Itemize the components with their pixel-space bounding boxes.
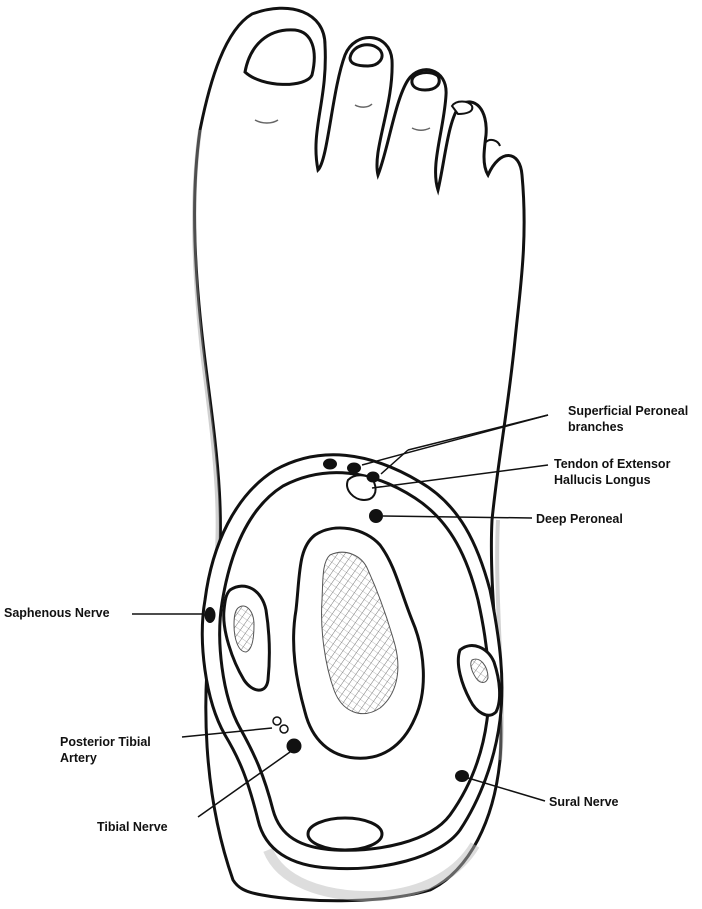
label-saphenous-nerve: Saphenous Nerve bbox=[4, 605, 110, 621]
label-superficial-peroneal-branches: Superficial Peroneal branches bbox=[568, 403, 688, 435]
label-sural-nerve: Sural Nerve bbox=[549, 794, 618, 810]
deep-peroneal-dot bbox=[369, 509, 383, 523]
superficial-peroneal-dot-3 bbox=[367, 472, 380, 483]
posterior-tibial-artery-dot-2 bbox=[280, 725, 288, 733]
label-posterior-tibial-artery: Posterior Tibial Artery bbox=[60, 734, 151, 766]
superficial-peroneal-dot-1 bbox=[323, 459, 337, 470]
label-tendon-extensor-hallucis-longus: Tendon of Extensor Hallucis Longus bbox=[554, 456, 670, 488]
superficial-peroneal-dot-2 bbox=[347, 463, 361, 474]
label-deep-peroneal: Deep Peroneal bbox=[536, 511, 623, 527]
tibial-nerve-dot bbox=[287, 739, 302, 754]
saphenous-dot bbox=[205, 607, 216, 623]
sural-nerve-dot bbox=[455, 770, 469, 782]
label-tibial-nerve: Tibial Nerve bbox=[97, 819, 168, 835]
posterior-tibial-artery-dot-1 bbox=[273, 717, 281, 725]
